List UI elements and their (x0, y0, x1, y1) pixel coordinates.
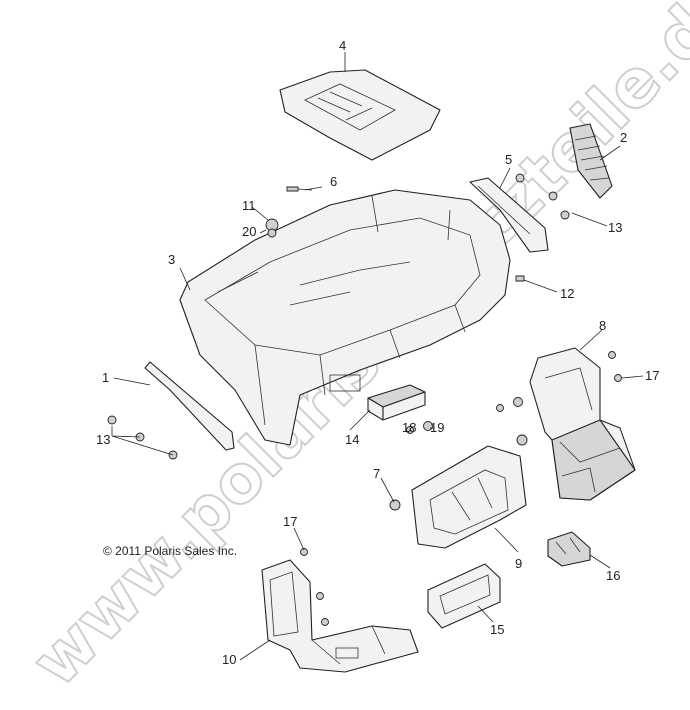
copyright-notice: © 2011 Polaris Sales Inc. (103, 544, 237, 558)
callout-11: 11 (242, 198, 256, 213)
callout-3: 3 (168, 252, 175, 267)
callout-7: 7 (373, 466, 380, 481)
part-4-cover-panel (279, 69, 441, 161)
callout-18: 18 (402, 420, 416, 435)
callout-13-left: 13 (96, 432, 110, 447)
callout-5: 5 (505, 152, 512, 167)
callout-17-left: 17 (283, 514, 297, 529)
part-14-block (367, 384, 426, 421)
callout-15: 15 (490, 622, 504, 637)
fasteners (107, 173, 622, 626)
callout-2: 2 (620, 130, 627, 145)
callout-4: 4 (339, 38, 346, 53)
callout-8: 8 (599, 318, 606, 333)
callout-6: 6 (330, 174, 337, 189)
callout-20: 20 (242, 224, 256, 239)
part-10-storage-bin (261, 559, 419, 673)
callout-12: 12 (560, 286, 574, 301)
part-3-cargo-box (179, 189, 511, 446)
callout-13-right: 13 (608, 220, 622, 235)
callout-14: 14 (345, 432, 359, 447)
callout-10: 10 (222, 652, 236, 667)
part-5-side-rail (469, 177, 549, 253)
part-8-storage-bin (529, 347, 636, 501)
part-16-latch (547, 531, 591, 567)
leader-lines (111, 52, 644, 661)
part-1-side-rail (144, 361, 235, 451)
callout-1: 1 (102, 370, 109, 385)
callout-numbers: 4 2 5 6 11 20 13 3 12 8 17 1 14 18 19 13… (96, 38, 659, 667)
callout-19: 19 (430, 420, 444, 435)
callout-9: 9 (515, 556, 522, 571)
callout-17-right: 17 (645, 368, 659, 383)
callout-16: 16 (606, 568, 620, 583)
part-15-panel (427, 563, 501, 629)
part-2-grille (569, 123, 613, 199)
part-9-storage-tray (411, 445, 527, 549)
